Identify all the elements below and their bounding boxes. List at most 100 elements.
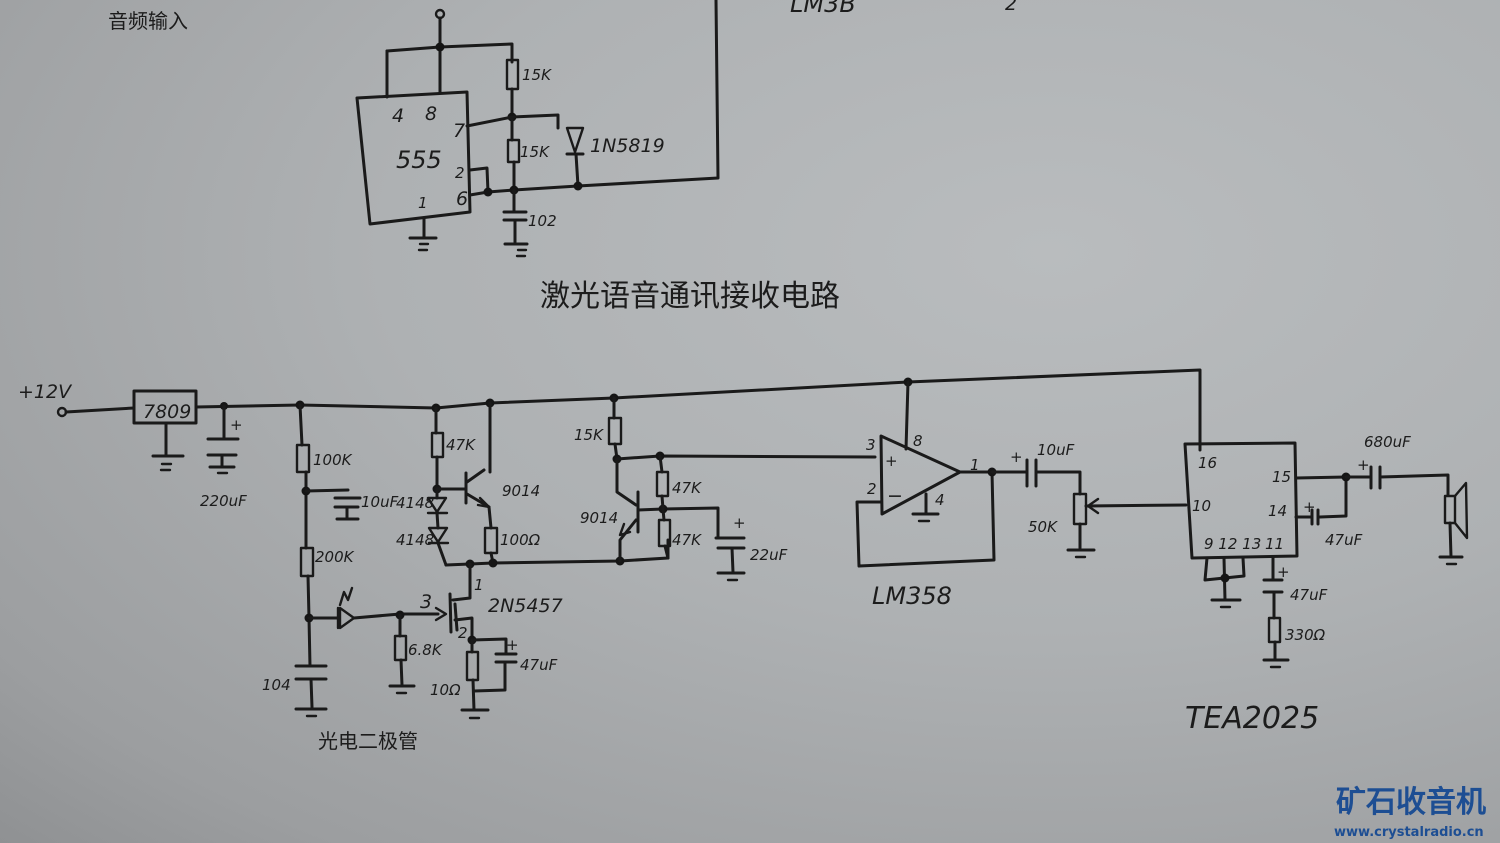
resistor-label: 10Ω <box>430 681 461 699</box>
supply-stage: +12V 7809 + 220uF <box>18 368 1202 510</box>
wire <box>307 612 440 620</box>
opamp-stage: 3 + 2 − 8 4 1 LM358 + 10uF 50K <box>855 380 1188 610</box>
audio-input-label: 音频输入 <box>108 9 188 33</box>
pin-label: 2 <box>867 480 877 498</box>
pin-label: 4 <box>935 491 945 509</box>
diode-label: 4148 <box>396 494 434 512</box>
buffer-stage: 15K 9014 47K 47K + 22uF <box>574 396 877 582</box>
regulator-label: 7809 <box>143 401 191 423</box>
photodiode-stage: 100K 10uF 200K 104 光电二极管 6.8K <box>262 403 448 753</box>
resistor-15k-mid <box>506 138 521 164</box>
wire <box>574 152 580 188</box>
watermark: 矿石收音机 www.crystalradio.cn <box>1334 785 1486 840</box>
wire <box>151 421 185 458</box>
wire <box>911 492 940 516</box>
pin-label: 3 <box>420 591 432 613</box>
pin-label: 14 <box>1268 502 1287 520</box>
potentiometer-50k[interactable] <box>1072 492 1088 526</box>
speaker-icon <box>1443 494 1457 525</box>
transistor-9014-a <box>435 471 468 505</box>
pin-label: 8 <box>913 432 923 450</box>
ic-tea2025 <box>1183 441 1299 560</box>
pin-label: 9 12 13 <box>1204 535 1261 553</box>
capacitor-label: 10uF <box>1037 441 1075 459</box>
resistor-47k-top <box>655 470 670 498</box>
transistor-9014-a-leads <box>465 468 491 509</box>
polarity-plus: + <box>1010 448 1023 466</box>
resistor-10ohm <box>465 650 480 682</box>
pin-label: 11 <box>1265 535 1284 553</box>
gate-arrow-icon <box>434 606 448 622</box>
resistor-15k-collector <box>607 416 623 446</box>
ground-icon <box>159 462 173 472</box>
transistor-9014-b <box>615 457 640 563</box>
wire <box>408 217 438 240</box>
schematic-title: 激光语音通讯接收电路 <box>540 279 840 314</box>
watermark-title: 矿石收音机 <box>1336 785 1486 820</box>
polarity-plus: + <box>733 514 746 532</box>
transistor-label: 9014 <box>502 482 540 500</box>
jfet-2n5457 <box>448 562 472 634</box>
wiper-arrow-icon <box>1086 497 1100 515</box>
watermark-url: www.crystalradio.cn <box>1334 825 1484 840</box>
cutoff-label-right: 2 <box>1005 0 1017 15</box>
pin-label: 6 <box>456 188 468 210</box>
wiper-wire <box>1084 503 1188 508</box>
resistor-label: 100K <box>313 451 353 469</box>
resistor-330ohm <box>1267 616 1282 644</box>
opamp-lm358 <box>879 434 962 516</box>
diode-label: 1N5819 <box>590 135 665 157</box>
pin-label: 3 <box>866 436 876 454</box>
junction-dot <box>573 181 583 191</box>
amp-stage: 16 15 10 14 9 12 13 11 + 47uF 330Ω + 47u… <box>1183 433 1469 736</box>
capacitor-680uf <box>1344 465 1450 497</box>
wire <box>453 616 474 642</box>
polarity-plus: + <box>230 416 243 434</box>
resistor-15k-top <box>505 58 520 91</box>
resistor-label: 100Ω <box>500 531 541 549</box>
supply-rail <box>194 368 1202 452</box>
ground-icon <box>417 242 430 252</box>
wire <box>64 406 136 414</box>
resistor-label: 330Ω <box>1285 626 1326 644</box>
capacitor-label: 47uF <box>520 656 558 674</box>
capacitor-10uf <box>304 488 362 521</box>
wire <box>904 380 910 451</box>
polarity-plus: + <box>1357 456 1370 474</box>
diode-1n5819 <box>565 126 585 154</box>
capacitor-10uf-out <box>990 458 1082 496</box>
wire <box>385 42 514 64</box>
polarity-plus: + <box>506 636 519 654</box>
capacitor-220uf <box>206 404 240 469</box>
pin-label: 2 <box>458 624 468 642</box>
wire <box>388 613 416 688</box>
transistor-label: 9014 <box>580 509 618 527</box>
capacitor-47uf-bootstrap <box>1294 475 1348 526</box>
photodiode <box>336 606 356 630</box>
jfet-stage: 47K 4148 4148 9014 100Ω 1 3 2 2N5457 10 <box>396 401 670 720</box>
capacitor-label: 104 <box>262 676 291 694</box>
emitter-arrow-icon <box>618 522 632 537</box>
photodiode-caption: 光电二极管 <box>318 729 418 753</box>
wire <box>1438 521 1464 559</box>
junction-dot <box>483 187 493 197</box>
resistor-100ohm <box>483 526 499 555</box>
opamp-label: LM358 <box>872 582 952 610</box>
top-555-circuit: 音频输入 LM3B 2 4 8 7 555 2 6 1 15K 15K 1N <box>108 0 1017 258</box>
pin-label: 10 <box>1192 497 1211 515</box>
wire <box>468 0 720 197</box>
junction-dot <box>1220 573 1230 583</box>
capacitor-label: 680uF <box>1364 433 1411 451</box>
wire <box>658 454 666 522</box>
resistor-label: 15K <box>522 66 552 84</box>
polarity-plus: + <box>1277 563 1290 581</box>
amp-chip-label: TEA2025 <box>1185 701 1319 736</box>
pin-label: 1 <box>418 194 428 212</box>
resistor-label: 15K <box>574 426 604 444</box>
ic-555-label: 555 <box>396 146 442 174</box>
ic-555-body <box>355 90 472 226</box>
wire <box>636 506 720 520</box>
resistor-200k <box>299 546 315 578</box>
opamp-plus-sign: + <box>885 452 898 470</box>
